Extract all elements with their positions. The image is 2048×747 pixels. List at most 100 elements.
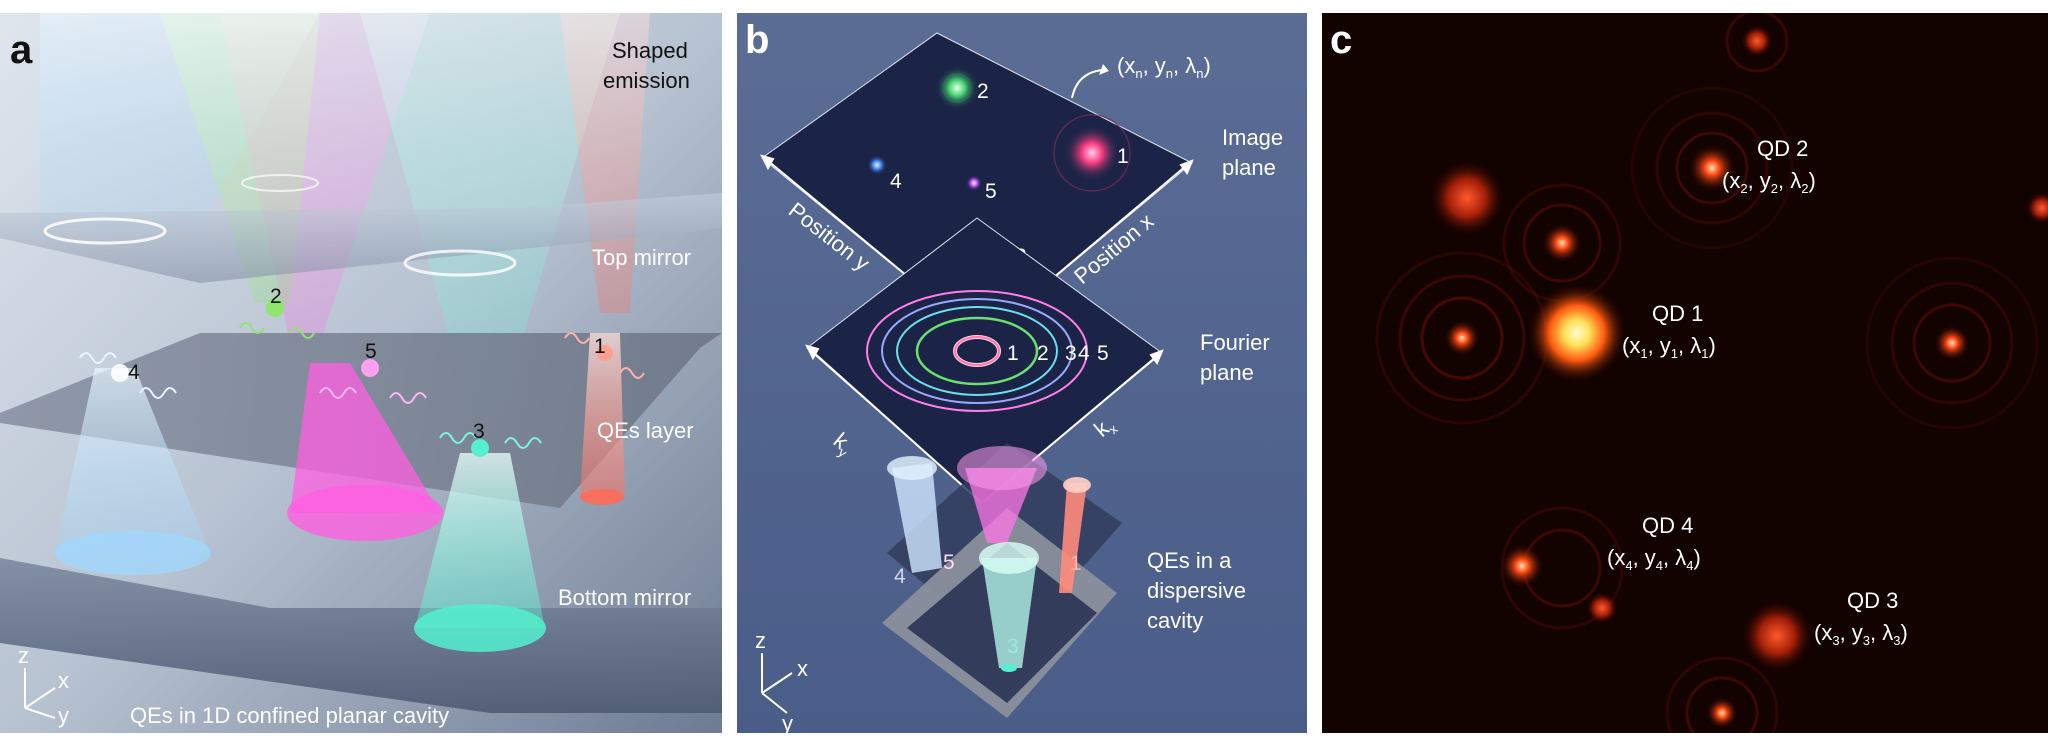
image-spot-5 <box>966 175 982 191</box>
axes-triad-b <box>761 653 793 714</box>
cavity-beam-1 <box>1059 483 1087 593</box>
emitter-4 <box>79 352 177 399</box>
panel-label-b: b <box>745 18 769 62</box>
emission-cone-1 <box>560 13 650 313</box>
emitter-dot <box>1741 25 1773 57</box>
panel-b: 2 1 4 5 3 Position y Position x Image pl… <box>737 13 1307 733</box>
bottom-mirror <box>0 558 722 713</box>
emitter-label-2: 2 <box>270 285 282 308</box>
image-spot-4 <box>867 155 887 175</box>
axis-z-label-b: z <box>755 628 766 653</box>
lower-cone-1 <box>580 333 625 498</box>
emitter-label-1: 1 <box>594 335 606 358</box>
ring-label-5: 5 <box>1097 342 1109 365</box>
emitter-dot <box>1934 325 1970 361</box>
emitter-dot <box>2026 192 2048 224</box>
qd-4-label: QD 4 <box>1642 513 1693 538</box>
top-mirror <box>0 193 722 283</box>
axis-y-label-b: y <box>782 711 793 733</box>
red-spot <box>580 489 624 505</box>
panel-label-c: c <box>1330 18 1352 62</box>
cavity-label-5: 5 <box>943 551 955 574</box>
emitter-2 <box>239 299 315 339</box>
image-plane-line1: Image <box>1222 125 1283 150</box>
emitter-1 <box>564 332 645 379</box>
qes-layer-label: QEs layer <box>597 418 694 443</box>
fourier-ring-3 <box>896 306 1058 396</box>
cavity-beam-3 <box>982 558 1037 668</box>
coord-label-n: (xn, yn, λn) <box>1117 53 1211 81</box>
axis-z-label: z <box>18 643 29 668</box>
qd-1-label: QD 1 <box>1652 301 1703 326</box>
qd-4-dot <box>1500 544 1544 588</box>
panel-a-illustration: 4 2 5 3 1 a Shaped emission Top mirror Q… <box>0 13 722 733</box>
emitter-5 <box>319 359 427 404</box>
image-spot-2 <box>935 66 979 110</box>
lower-cone-3 <box>415 453 545 628</box>
shaped-emission-line1: Shaped <box>612 38 688 63</box>
lower-cone-5 <box>290 363 440 513</box>
qd-2-dot <box>1688 144 1736 192</box>
emitter-label-3: 3 <box>473 420 485 443</box>
ring-label-1: 1 <box>1007 342 1019 365</box>
axis-y-label: y <box>58 703 69 728</box>
fourier-plane-line1: Fourier <box>1200 330 1270 355</box>
emitter-dot <box>1542 223 1582 263</box>
shaped-emission-line2: emission <box>603 68 690 93</box>
emitter-dot <box>1586 592 1618 624</box>
ring <box>241 174 319 192</box>
image-spot-1 <box>1064 125 1120 181</box>
axis-x-label: x <box>58 668 69 693</box>
panel-a: 4 2 5 3 1 a Shaped emission Top mirror Q… <box>0 13 722 733</box>
fourier-ring-5 <box>866 290 1088 412</box>
curved-arrow <box>1071 69 1103 99</box>
fourier-ring-4 <box>881 298 1073 404</box>
image-spot-label-4: 4 <box>890 170 902 193</box>
panel-b-illustration: 2 1 4 5 3 Position y Position x Image pl… <box>737 13 1307 733</box>
panel-c: c QD 2 (x2, y2, λ2) QD 1 (x1, y1, λ1) QD… <box>1322 13 2048 733</box>
airy-rings <box>1375 13 2039 733</box>
qd-1-coords: (x1, y1, λ1) <box>1622 333 1716 361</box>
qd-4-coords: (x4, y4, λ4) <box>1607 545 1701 573</box>
fourier-plane-line2: plane <box>1200 360 1254 385</box>
cyan-spot <box>414 604 546 652</box>
cavity-text-line1: QEs in a <box>1147 548 1232 573</box>
cavity-label-1: 1 <box>1070 552 1082 575</box>
ring-label-3: 3 <box>1065 342 1077 365</box>
qd-2-label: QD 2 <box>1757 136 1808 161</box>
magenta-spot <box>287 485 443 541</box>
qd-3-label: QD 3 <box>1847 588 1898 613</box>
cavity-text-line2: dispersive <box>1147 578 1246 603</box>
lower-cone-4 <box>55 368 210 553</box>
ring-label-4: 4 <box>1078 342 1090 365</box>
emitter-label-5: 5 <box>365 340 377 363</box>
cavity-text-line3: cavity <box>1147 608 1203 633</box>
qd-3-dot <box>1741 600 1813 672</box>
caption-a: QEs in 1D confined planar cavity <box>130 703 449 728</box>
emitter-3 <box>439 432 542 457</box>
emitter-dot <box>1444 320 1480 356</box>
emitter-label-4: 4 <box>128 361 140 384</box>
panel-label-a: a <box>10 28 33 72</box>
axis-x-label-b: x <box>797 656 808 681</box>
image-plane-line2: plane <box>1222 155 1276 180</box>
qd-2-coords: (x2, y2, λ2) <box>1722 168 1816 196</box>
image-spot-label-5: 5 <box>985 180 997 203</box>
ring <box>403 249 517 277</box>
fourier-ring-2 <box>915 316 1039 386</box>
qd-3-coords: (x3, y3, λ3) <box>1814 620 1908 648</box>
bottom-mirror-label: Bottom mirror <box>558 585 691 610</box>
image-spot-label-1: 1 <box>1117 145 1129 168</box>
blue-spot <box>55 531 211 575</box>
panel-c-image: c QD 2 (x2, y2, λ2) QD 1 (x1, y1, λ1) QD… <box>1322 13 2048 733</box>
cavity-label-3: 3 <box>1007 635 1019 658</box>
cavity-beam-4 <box>892 463 942 573</box>
ring-label-2: 2 <box>1037 342 1049 365</box>
cavity-label-4: 4 <box>894 565 906 588</box>
image-spot-label-2: 2 <box>977 80 989 103</box>
emitter-dot <box>1429 160 1505 236</box>
qd-1-dot <box>1527 283 1627 383</box>
ring <box>43 217 167 245</box>
emitter-dot <box>1706 697 1738 729</box>
top-mirror-label: Top mirror <box>592 245 691 270</box>
